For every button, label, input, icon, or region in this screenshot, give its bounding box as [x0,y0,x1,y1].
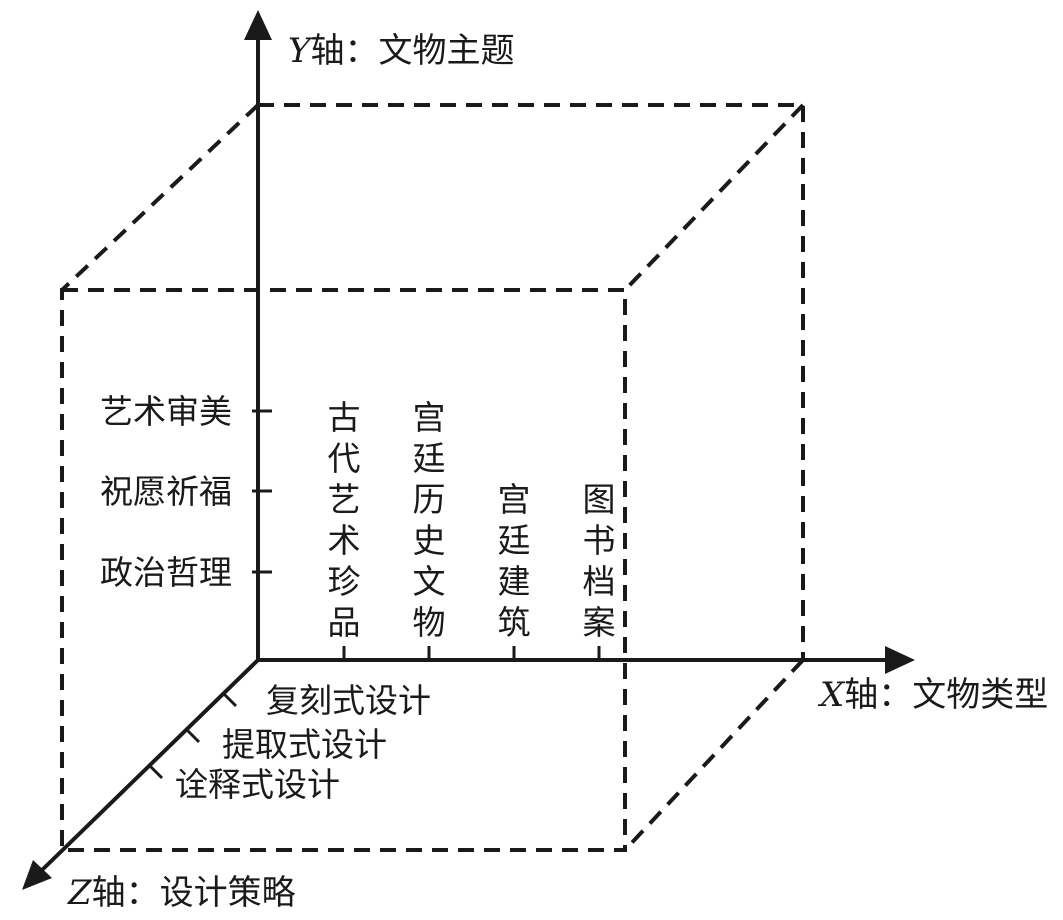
y-tick-label-3: 政治哲理 [100,553,232,592]
x-axis-label: X轴：文物类型 [817,675,1048,715]
z-tick-label-3: 诠释式设计 [175,765,340,804]
y-axis-label: Y轴：文物主题 [288,31,514,71]
z-tick-mark-2 [185,728,201,744]
cube-edge-bottom-right [623,658,805,852]
y-tick-label-1: 艺术审美 [100,392,232,431]
cube-edge-top-left [60,103,260,292]
cube-back-face [258,103,805,660]
cube-edge-top-right [623,103,805,292]
x-tick-label-1: 古代艺术珍品 [328,398,361,642]
y-axis-arrow [244,10,272,40]
z-tick-mark-1 [222,692,238,708]
z-axis-label: Z轴：设计策略 [67,873,296,913]
x-tick-label-4: 图书档案 [583,480,616,642]
z-tick-label-2: 提取式设计 [222,725,387,764]
z-axis-arrow [22,860,52,890]
x-tick-label-3: 宫廷建筑 [498,480,531,642]
x-axis-arrow [885,646,915,674]
x-tick-label-group: 古代艺术珍品 宫廷历史文物 宫廷建筑 图书档案 [328,398,616,642]
z-tick-mark-3 [148,764,164,780]
z-tick-label-1: 复刻式设计 [266,681,431,720]
z-axis-line [38,658,260,874]
y-tick-label-2: 祝愿祈福 [100,472,232,511]
x-tick-label-2: 宫廷历史文物 [413,398,446,642]
